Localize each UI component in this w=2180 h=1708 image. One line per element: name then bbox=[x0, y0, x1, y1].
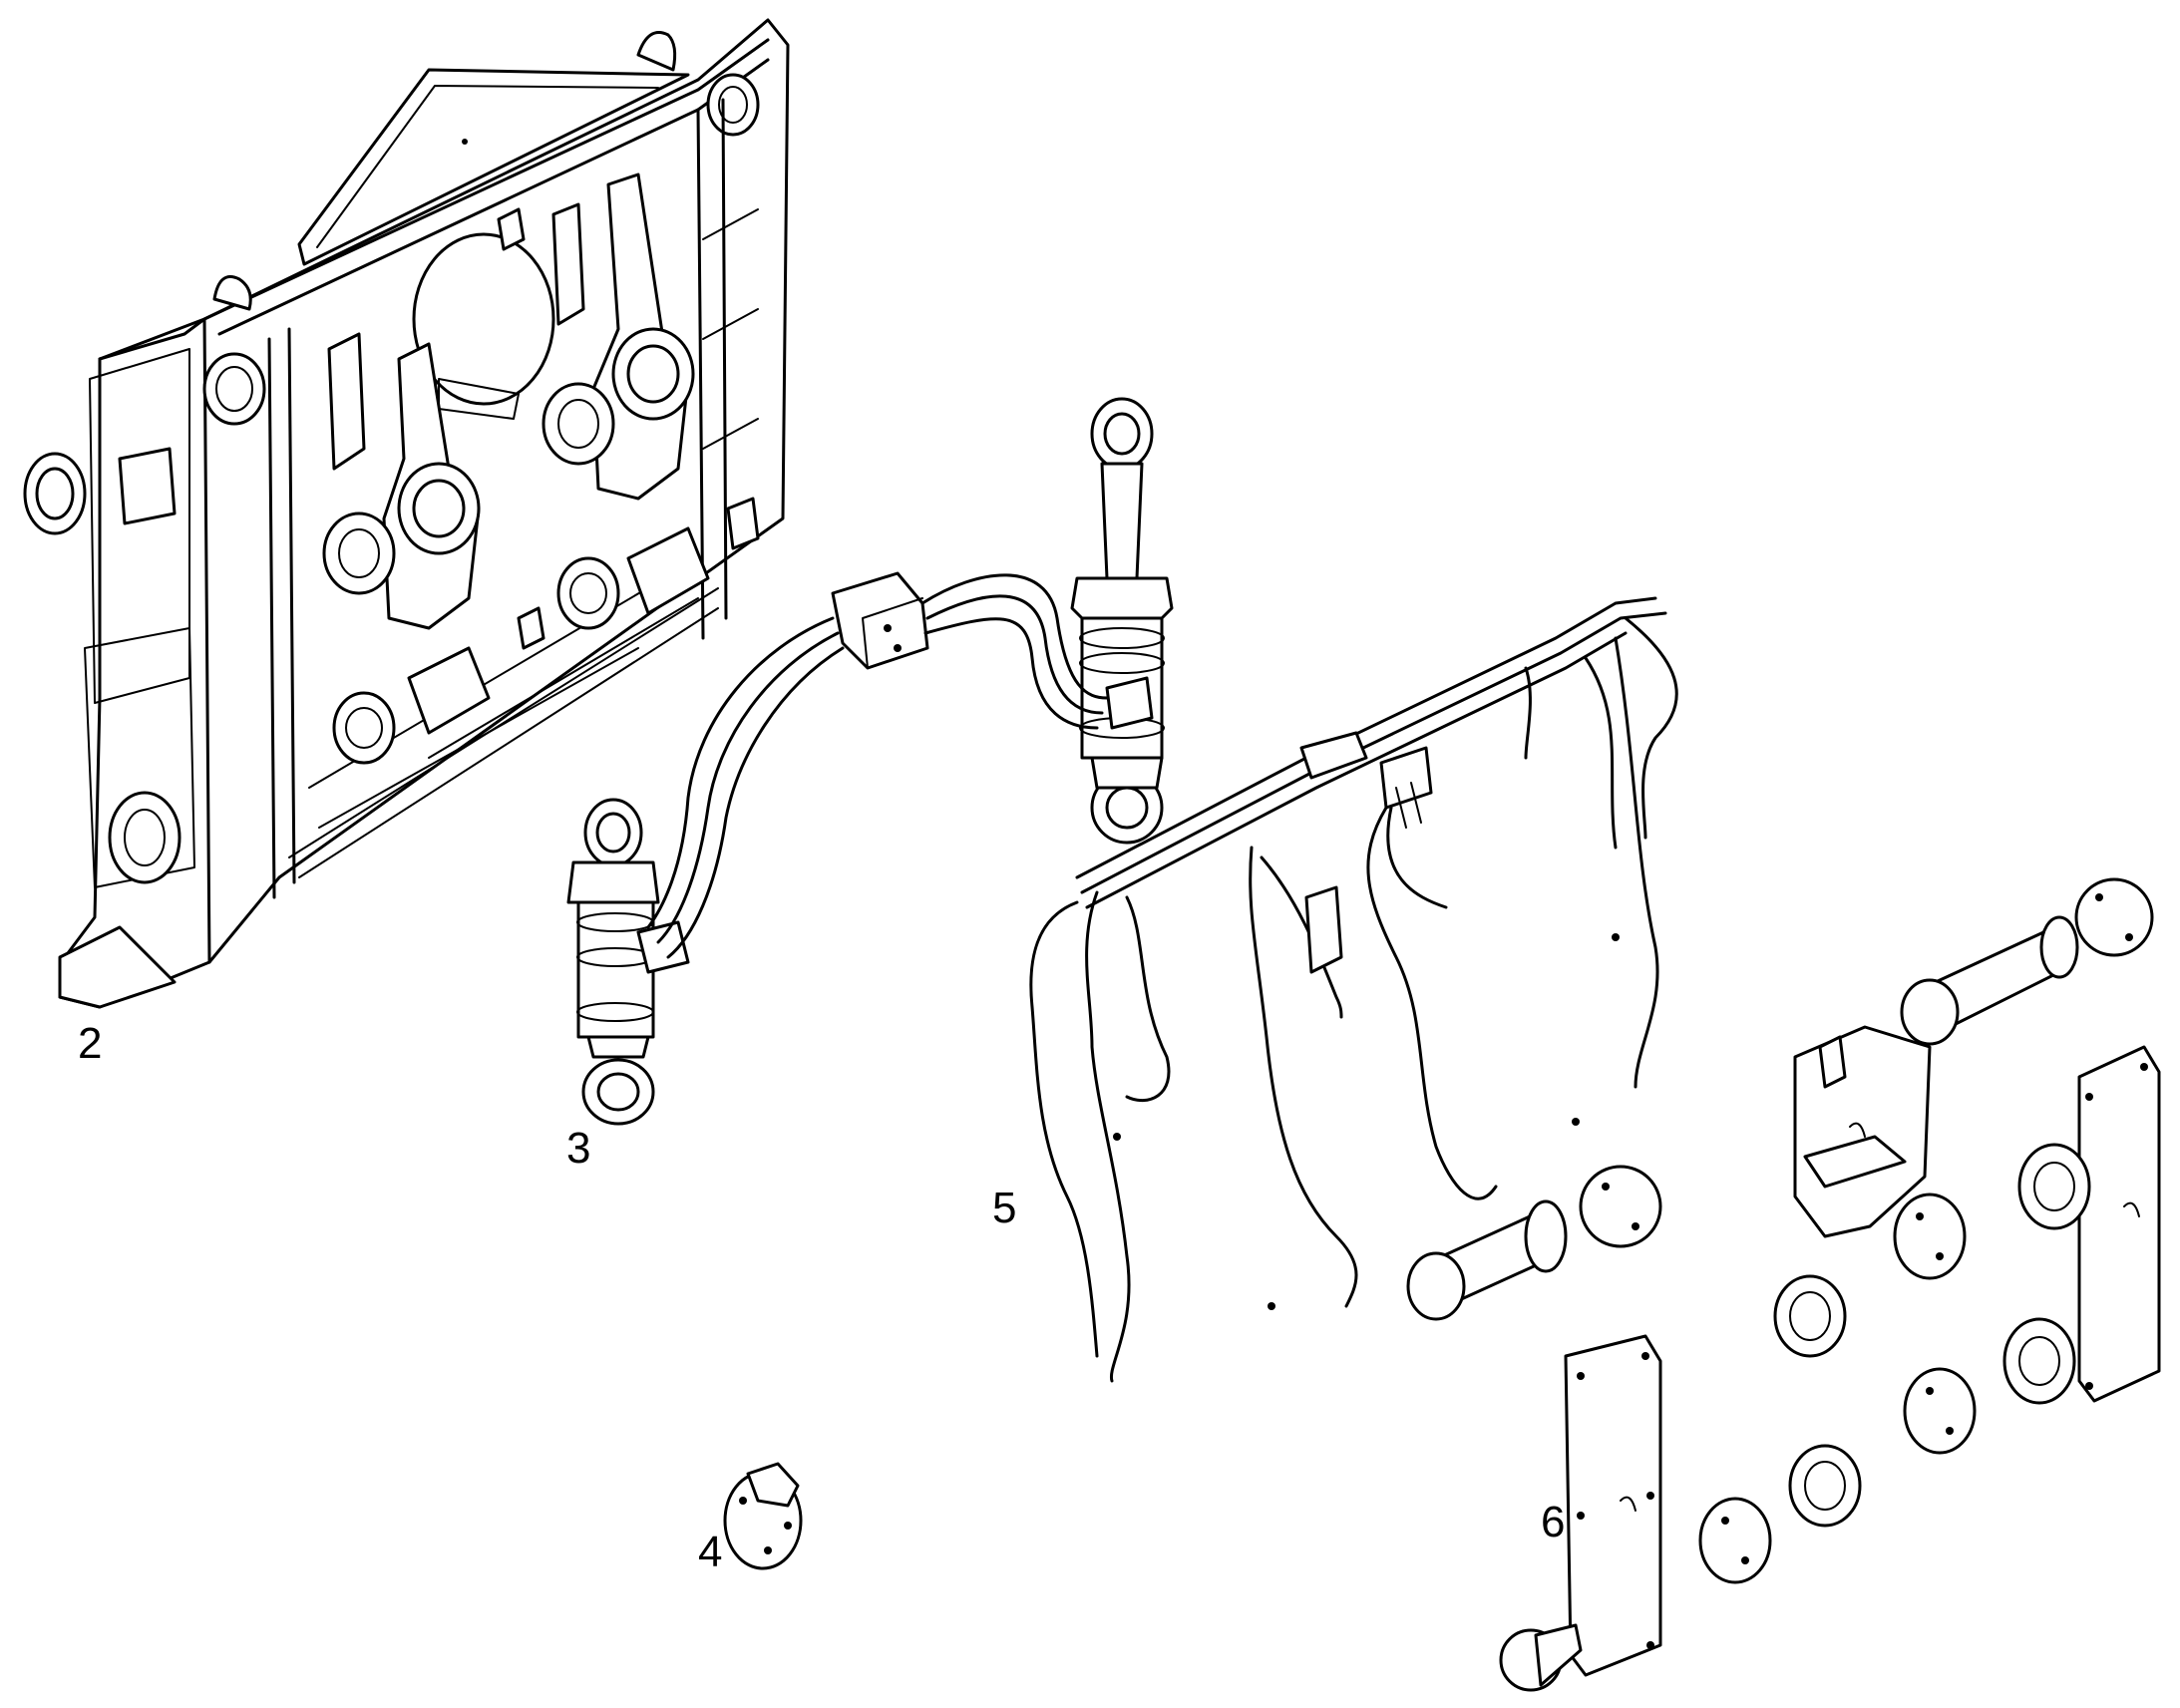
main-frame-part bbox=[23, 18, 790, 1009]
callout-label-frame: 2 bbox=[78, 1019, 103, 1068]
callout-label-cylinders: 3 bbox=[566, 1124, 591, 1173]
covers-plates-part bbox=[1406, 877, 2161, 1692]
callout-label-covers: 6 bbox=[1541, 1498, 1566, 1546]
callout-label-harness: 5 bbox=[992, 1184, 1017, 1232]
wiring-harness-part bbox=[1029, 596, 1678, 1383]
callout-label-cap: 4 bbox=[698, 1528, 723, 1576]
hydraulic-cylinders-part bbox=[566, 397, 1174, 1126]
cap-part bbox=[723, 1462, 803, 1570]
